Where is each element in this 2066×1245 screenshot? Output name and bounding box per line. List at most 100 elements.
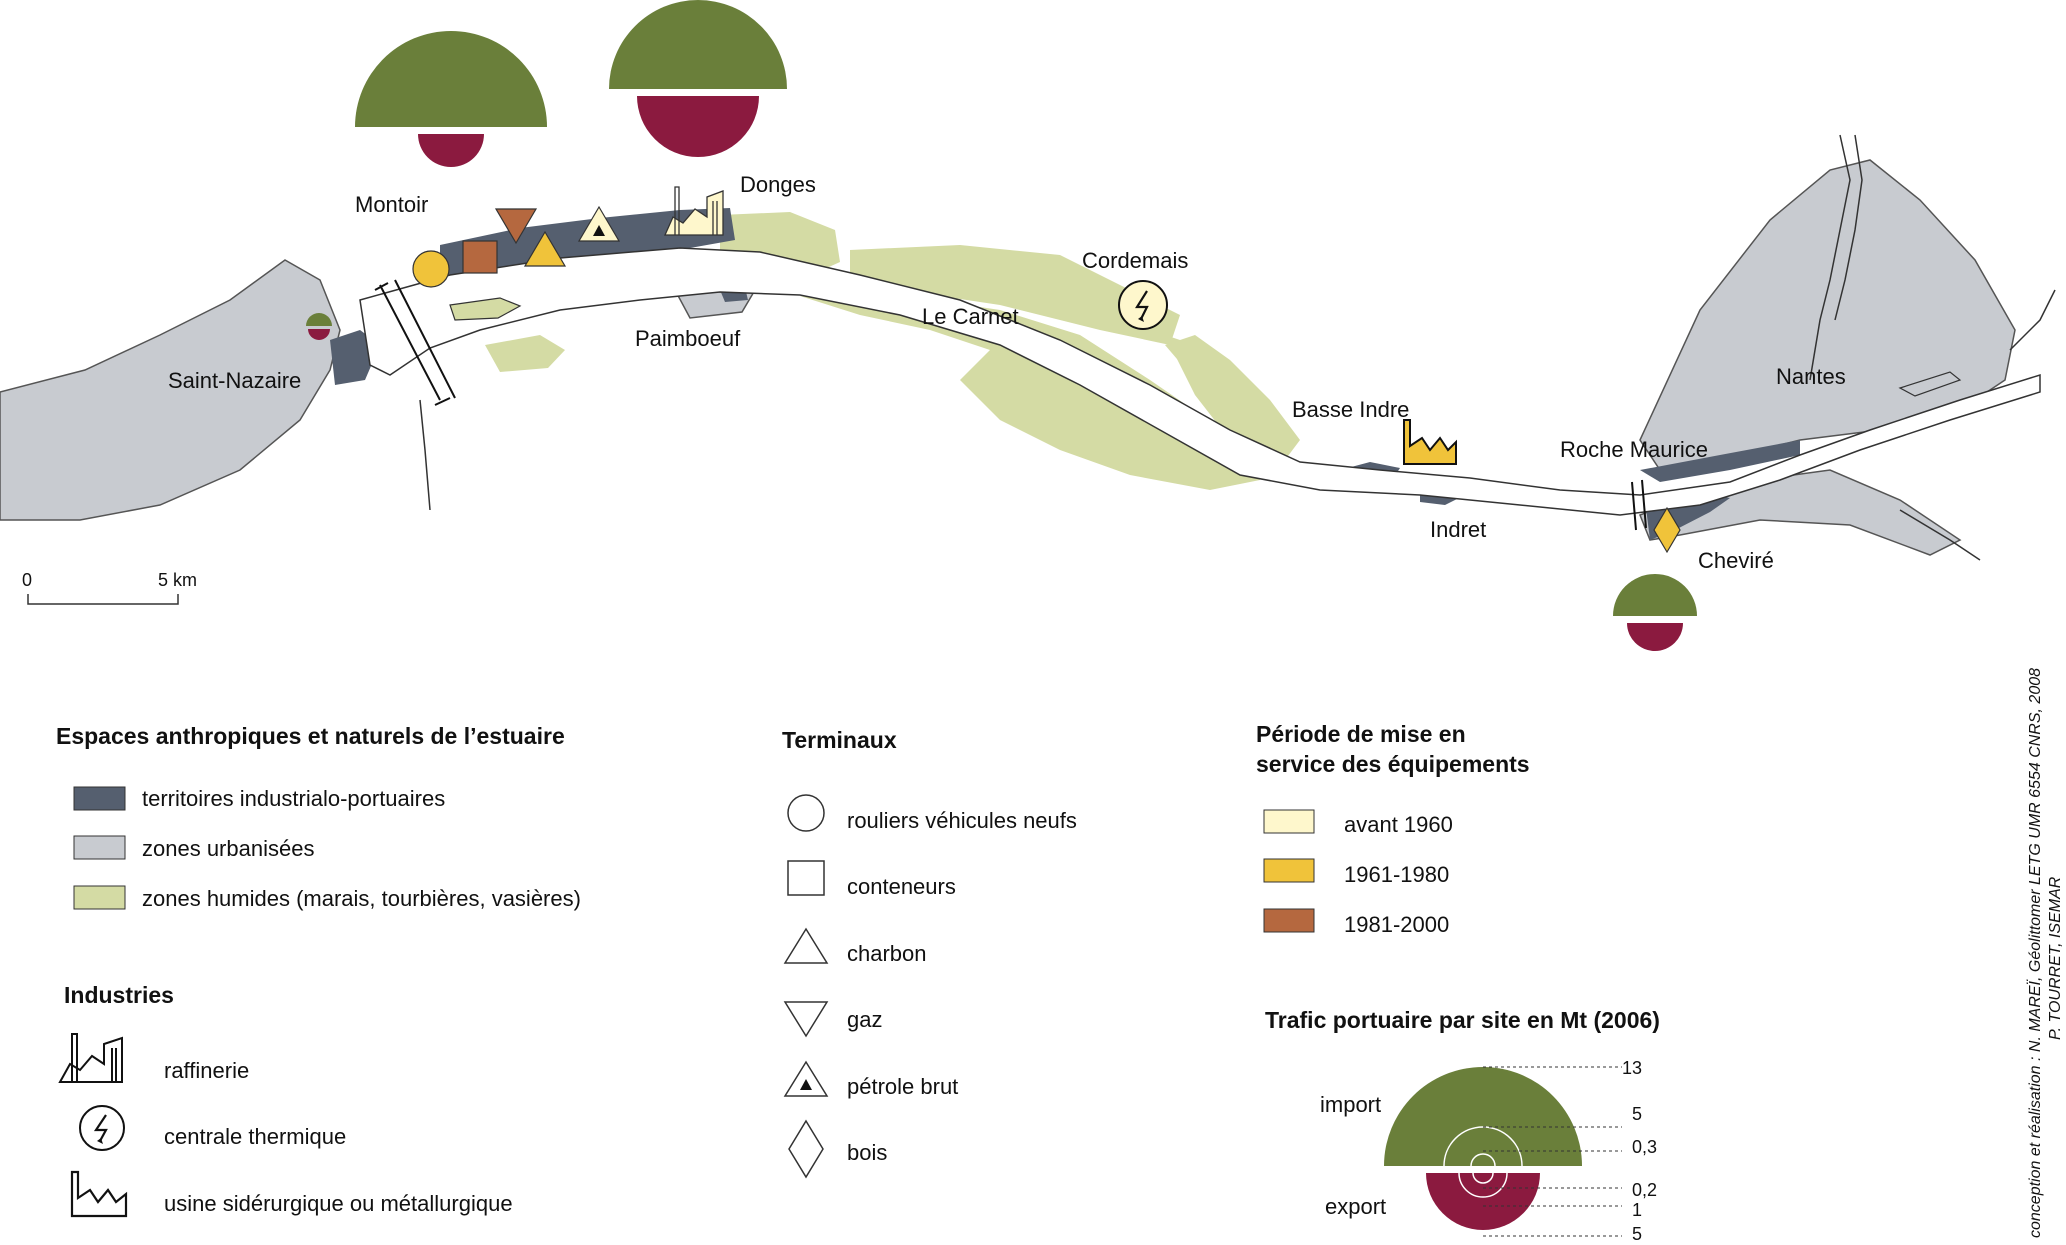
legend-steel-mill-icon xyxy=(70,1170,128,1218)
legend-roro-icon xyxy=(787,794,825,832)
legend-period-title-line1: Période de mise en xyxy=(1256,721,1466,747)
wetland-le-carnet xyxy=(800,295,1260,490)
legend-period: Période de mise en service des équipemen… xyxy=(1256,721,1530,937)
legend-terminals: Terminaux rouliers véhicules neufs conte… xyxy=(782,727,1077,1179)
credit-line2: P. TOURRET, ISEMAR xyxy=(2047,876,2064,1040)
legend-import-ring-03 xyxy=(1470,1153,1496,1167)
legend-export-ring-02 xyxy=(1472,1172,1494,1184)
legend-wood-icon xyxy=(788,1119,824,1179)
legend-industries-title: Industries xyxy=(64,982,174,1008)
export-semicircle-chevire xyxy=(1627,623,1683,651)
wetland-east xyxy=(1165,335,1300,460)
credit-line1: conception et réalisation : N. MAREÏ, Gé… xyxy=(2026,668,2044,1238)
legend-item-container: conteneurs xyxy=(847,874,956,899)
legend-export-semicircle xyxy=(1426,1173,1540,1230)
label-indret: Indret xyxy=(1430,517,1486,542)
legend-crude-oil-icon xyxy=(783,1060,829,1097)
legend-import-value-5: 5 xyxy=(1632,1104,1642,1124)
export-semicircle-montoir xyxy=(418,134,484,167)
river-erdre xyxy=(1809,134,1851,381)
legend-swatch-industrial xyxy=(73,786,126,811)
credits: conception et réalisation : N. MAREÏ, Gé… xyxy=(2026,668,2064,1238)
river-east-fork xyxy=(2009,289,2056,351)
industrial-montoir xyxy=(440,208,735,280)
legend-power-plant-icon xyxy=(79,1105,125,1151)
scale-bar: 0 5 km xyxy=(22,570,197,605)
label-basse-indre: Basse Indre xyxy=(1292,397,1409,422)
legend-item-industrial: territoires industrialo-portuaires xyxy=(142,786,445,811)
refinery-icon-donges xyxy=(663,186,724,236)
legend-item-roro: rouliers véhicules neufs xyxy=(847,808,1077,833)
legend-item-before-1960: avant 1960 xyxy=(1344,812,1453,837)
legend-export-ring-1 xyxy=(1458,1172,1508,1198)
scale-zero: 0 xyxy=(22,570,32,590)
legend-import-value-13: 13 xyxy=(1622,1058,1642,1078)
bridge-saint-nazaire xyxy=(374,279,456,406)
legend-refinery-icon xyxy=(58,1033,123,1083)
terminal-crude-oil-icon xyxy=(577,205,621,242)
legend-item-gas: gaz xyxy=(847,1007,882,1032)
legend-import-semicircle xyxy=(1384,1067,1582,1166)
urban-nantes xyxy=(1639,159,2016,471)
terminal-coal-icon xyxy=(523,230,567,267)
steel-mill-icon-basse-indre xyxy=(1403,419,1457,465)
river-loire xyxy=(359,247,2041,516)
river-island-2 xyxy=(1898,371,1962,397)
river-brivet xyxy=(419,399,431,511)
legend-swatch-urban xyxy=(73,835,126,860)
industrial-roche-maurice xyxy=(1640,440,1800,482)
river-island xyxy=(449,297,522,321)
label-donges: Donges xyxy=(740,172,816,197)
map-symbols xyxy=(306,0,1697,651)
legend-traffic: Trafic portuaire par site en Mt (2006) i… xyxy=(1265,1007,1660,1244)
label-chevire: Cheviré xyxy=(1698,548,1774,573)
terminal-crude-oil-dot xyxy=(593,225,605,236)
wetland-st-nazaire xyxy=(485,335,565,372)
label-nantes: Nantes xyxy=(1776,364,1846,389)
export-semicircle-donges xyxy=(637,96,759,157)
legend-terminals-title: Terminaux xyxy=(782,727,897,753)
scale-five-km: 5 km xyxy=(158,570,197,590)
legend-item-power-plant: centrale thermique xyxy=(164,1124,346,1149)
wetland-north-bank xyxy=(850,245,1180,345)
label-roche-maurice: Roche Maurice xyxy=(1560,437,1708,462)
legend-spaces-title: Espaces anthropiques et naturels de l’es… xyxy=(56,723,565,749)
terminal-gas-icon xyxy=(494,208,538,245)
legend-import-value-03: 0,3 xyxy=(1632,1137,1657,1157)
export-semicircle-saint-nazaire xyxy=(308,329,330,340)
import-semicircle-montoir xyxy=(355,31,547,127)
legend-export-value-02: 0,2 xyxy=(1632,1180,1657,1200)
legend-item-refinery: raffinerie xyxy=(164,1058,249,1083)
legend-item-wetland: zones humides (marais, tourbières, vasiè… xyxy=(142,886,581,911)
legend-container-icon xyxy=(787,860,825,896)
legend-traffic-leaders xyxy=(1483,1066,1622,1237)
legend-item-1961-1980: 1961-1980 xyxy=(1344,862,1449,887)
legend-item-steel-mill: usine sidérurgique ou métallurgique xyxy=(164,1191,513,1216)
import-semicircle-chevire xyxy=(1613,574,1697,616)
import-semicircle-saint-nazaire xyxy=(306,313,332,326)
legend-item-wood: bois xyxy=(847,1140,887,1165)
legend-spaces: Espaces anthropiques et naturels de l’es… xyxy=(56,723,581,911)
legend-crude-oil-dot xyxy=(800,1079,812,1090)
label-cordemais: Cordemais xyxy=(1082,248,1188,273)
label-paimboeuf: Paimboeuf xyxy=(635,326,741,351)
legend-traffic-import-label: import xyxy=(1320,1092,1381,1117)
legend-item-1981-2000: 1981-2000 xyxy=(1344,912,1449,937)
legend-swatch-1961-1980 xyxy=(1263,858,1315,883)
legend-swatch-1981-2000 xyxy=(1263,908,1315,933)
legend-period-title-line2: service des équipements xyxy=(1256,751,1530,777)
terminal-roro-icon xyxy=(412,250,450,288)
river-sevre xyxy=(1899,509,1981,561)
legend-industries: Industries raffinerie centrale thermique… xyxy=(58,982,513,1218)
label-saint-nazaire: Saint-Nazaire xyxy=(168,368,301,393)
power-plant-icon-cordemais xyxy=(1118,280,1168,330)
legend-swatch-wetland xyxy=(73,885,126,910)
river xyxy=(359,134,2056,561)
label-le-carnet: Le Carnet xyxy=(922,304,1019,329)
legend-traffic-title: Trafic portuaire par site en Mt (2006) xyxy=(1265,1007,1660,1033)
label-montoir: Montoir xyxy=(355,192,428,217)
bridge-chevire xyxy=(1631,479,1647,531)
legend-traffic-export-label: export xyxy=(1325,1194,1386,1219)
legend-coal-icon xyxy=(783,927,829,964)
